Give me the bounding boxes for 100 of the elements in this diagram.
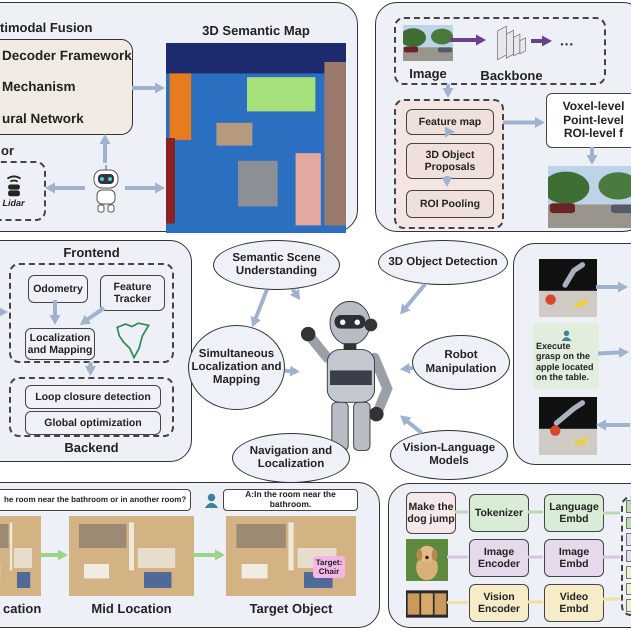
- arrow: [45, 182, 85, 194]
- process-box: [544, 584, 604, 622]
- arrow: [50, 300, 60, 325]
- arrow: [586, 147, 598, 165]
- heading: cation: [3, 601, 42, 616]
- instruction-card: [533, 323, 599, 389]
- node-label: Target: Chair: [314, 558, 344, 576]
- arrow: [596, 282, 628, 292]
- node-label: Voxel-level: [562, 100, 624, 114]
- panel: [513, 243, 631, 465]
- node-label: ural Network: [2, 110, 84, 126]
- arrow: [400, 362, 414, 374]
- node-label: Localization and Mapping: [26, 332, 94, 356]
- dashed-group: [394, 17, 606, 85]
- node-label: Vision Encoder: [476, 590, 521, 616]
- node-label: Video Embd: [558, 590, 590, 616]
- arrow: [503, 117, 545, 128]
- panel: [388, 483, 631, 628]
- node-label: Point-level: [563, 114, 624, 128]
- panel: [0, 482, 380, 628]
- process-box: [546, 93, 631, 148]
- heading: Image: [409, 66, 447, 81]
- arrow: [284, 366, 300, 377]
- process-box: [469, 539, 529, 577]
- node-label: 3D Object Proposals: [424, 148, 476, 174]
- connector-line: [528, 600, 543, 604]
- process-box: [544, 494, 604, 532]
- node-label: Feature Tracker: [112, 280, 152, 306]
- connector-line: [447, 601, 468, 604]
- connector-line: [603, 598, 620, 600]
- node-label: Feature map: [418, 116, 482, 128]
- process-box: [469, 494, 529, 532]
- topic-ellipse: [232, 433, 350, 483]
- process-box: [544, 539, 604, 577]
- node-label: Tokenizer: [474, 506, 524, 520]
- arrow: [445, 126, 455, 138]
- process-box: [406, 492, 456, 534]
- node-label: Execute grasp on the apple located on the table.: [536, 340, 595, 382]
- arrow: [290, 288, 300, 300]
- heading: Mid Location: [91, 601, 172, 616]
- node-label: Image Encoder: [476, 546, 521, 570]
- connector-line: [455, 510, 468, 514]
- arrow: [80, 306, 106, 325]
- arrow: [442, 84, 454, 98]
- heading: timodal Fusion: [0, 20, 92, 35]
- node-label: Decoder Framework: [2, 48, 132, 64]
- arrow: [400, 282, 427, 315]
- node-label: ROI Pooling: [420, 198, 480, 210]
- speech-bubble: [0, 489, 191, 511]
- process-box: [28, 275, 88, 303]
- dashed-group: [394, 99, 504, 229]
- node-label: Make the dog jump: [407, 500, 455, 526]
- heading: or: [1, 143, 14, 158]
- connector-line: [603, 512, 620, 514]
- process-box: [25, 411, 161, 435]
- connector-line: [447, 556, 468, 558]
- node-label: Language Embd: [548, 500, 600, 526]
- heading: 3D Semantic Map: [202, 23, 310, 38]
- arrow: [442, 176, 452, 187]
- arrow: [598, 347, 629, 358]
- node-label: Odometry: [33, 282, 83, 296]
- node-label: Navigation and Localization: [248, 444, 334, 472]
- node-label: ROI-level f: [564, 127, 624, 142]
- node-label: A:In the room near the bathroom.: [244, 490, 337, 510]
- node-label: he room near the bathroom or in another room?: [4, 495, 186, 505]
- process-box: [25, 385, 161, 409]
- node-label: Robot Manipulation: [424, 349, 498, 376]
- process-box: [100, 275, 165, 311]
- arrow: [132, 82, 165, 94]
- speech-bubble: [223, 489, 358, 511]
- connector-line: [603, 556, 620, 558]
- heading: Target Object: [250, 601, 332, 616]
- node-label: Image Embd: [558, 546, 590, 570]
- panel: [375, 2, 631, 232]
- arrow: [531, 36, 552, 46]
- arrow: [193, 550, 225, 560]
- process-box: [406, 143, 494, 179]
- node-label: Simultaneous Localization and Mapping: [190, 348, 283, 388]
- ellipsis-text: ···: [560, 36, 574, 52]
- panel: [0, 240, 192, 462]
- arrow: [100, 134, 110, 163]
- node-label: Mechanism: [2, 79, 76, 95]
- node-label: Global optimization: [44, 416, 142, 430]
- node-label: Vision-Language Models: [402, 442, 496, 468]
- process-box: [406, 109, 494, 135]
- connector-line: [528, 510, 543, 514]
- heading: Frontend: [63, 245, 120, 260]
- arrow: [0, 306, 8, 318]
- heading: Backbone: [480, 68, 543, 83]
- arrow: [85, 362, 96, 376]
- node-label: Semantic Scene Understanding: [231, 252, 322, 278]
- heading: Backend: [64, 440, 119, 455]
- arrow: [40, 550, 68, 560]
- node-label: Loop closure detection: [35, 390, 151, 404]
- arrow: [125, 182, 165, 194]
- process-box: [469, 584, 529, 622]
- panel: [0, 2, 358, 232]
- node-label: 3D Object Detection: [388, 256, 498, 270]
- process-box: [406, 190, 494, 218]
- arrow: [596, 420, 630, 430]
